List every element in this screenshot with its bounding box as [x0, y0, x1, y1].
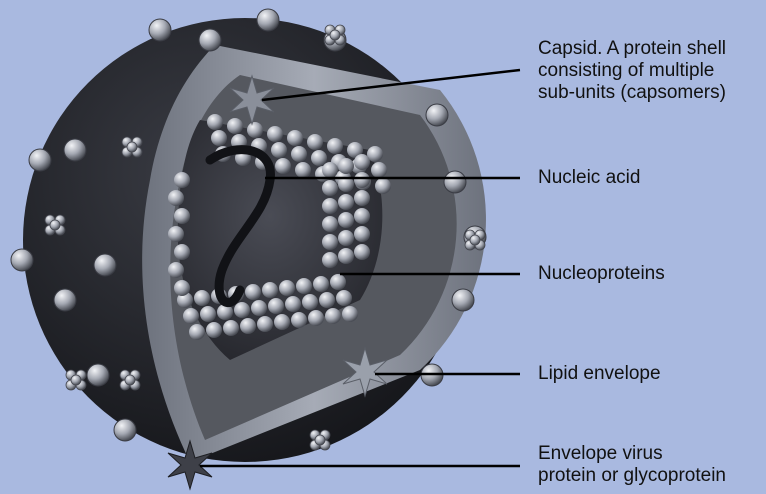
spike-knob	[64, 139, 86, 161]
capsomer-ball	[311, 150, 327, 166]
capsomer-ball	[240, 318, 256, 334]
spike-knob	[257, 9, 279, 31]
capsomer-ball	[375, 178, 391, 194]
label-nucleoproteins: Nucleoproteins	[538, 263, 665, 285]
capsomer-ball	[279, 280, 295, 296]
spike-knob	[29, 149, 51, 171]
capsomer-ball	[322, 234, 338, 250]
capsomer-ball	[354, 190, 370, 206]
capsomer-ball	[302, 294, 318, 310]
capsomer-ball	[327, 138, 343, 154]
capsomer-ball	[168, 262, 184, 278]
spike-knob	[54, 289, 76, 311]
spike-knob	[114, 419, 136, 441]
spike-cluster	[122, 137, 142, 157]
capsomer-ball	[354, 172, 370, 188]
spike-knob	[199, 29, 221, 51]
capsomer-ball	[307, 134, 323, 150]
capsomer-ball	[313, 276, 329, 292]
capsomer-ball	[174, 280, 190, 296]
capsomer-ball	[338, 158, 354, 174]
capsomer-ball	[322, 180, 338, 196]
label-lipid-envelope: Lipid envelope	[538, 363, 661, 385]
capsomer-ball	[308, 310, 324, 326]
capsomer-ball	[287, 130, 303, 146]
capsomer-ball	[262, 282, 278, 298]
capsomer-ball	[295, 162, 311, 178]
capsomer-ball	[245, 284, 261, 300]
spike-cluster-ball	[330, 30, 340, 40]
spike-knob	[452, 289, 474, 311]
capsomer-ball	[338, 248, 354, 264]
spike-cluster	[325, 25, 345, 45]
spike-cluster	[66, 370, 86, 390]
capsomer-ball	[189, 324, 205, 340]
capsomer-ball	[174, 172, 190, 188]
capsomer-ball	[330, 274, 346, 290]
spike-cluster	[465, 230, 485, 250]
label-capsid: Capsid. A protein shell consisting of mu…	[538, 38, 726, 104]
capsomer-ball	[194, 290, 210, 306]
capsomer-ball	[291, 312, 307, 328]
label-nucleic-acid: Nucleic acid	[538, 167, 640, 189]
capsomer-ball	[247, 122, 263, 138]
capsomer-ball	[207, 114, 223, 130]
capsomer-ball	[336, 290, 352, 306]
capsomer-ball	[354, 226, 370, 242]
spike-cluster-ball	[127, 142, 137, 152]
spike-knob	[149, 19, 171, 41]
capsomer-ball	[322, 198, 338, 214]
spike-cluster	[45, 215, 65, 235]
capsomer-ball	[275, 158, 291, 174]
capsomer-ball	[223, 320, 239, 336]
capsomer-ball	[322, 162, 338, 178]
capsomer-ball	[174, 208, 190, 224]
capsomer-ball	[322, 216, 338, 232]
capsomer-ball	[267, 126, 283, 142]
capsomer-ball	[168, 190, 184, 206]
capsomer-ball	[174, 244, 190, 260]
capsomer-ball	[200, 306, 216, 322]
capsomer-ball	[183, 308, 199, 324]
capsomer-ball	[338, 212, 354, 228]
spike-cluster-ball	[50, 220, 60, 230]
capsomer-ball	[371, 162, 387, 178]
capsomer-ball	[354, 154, 370, 170]
spike-cluster-ball	[125, 375, 135, 385]
capsomer-ball	[268, 298, 284, 314]
capsomer-ball	[274, 314, 290, 330]
capsomer-ball	[285, 296, 301, 312]
spike-cluster-ball	[71, 375, 81, 385]
spike-knob	[444, 171, 466, 193]
capsomer-ball	[338, 194, 354, 210]
capsomer-ball	[271, 142, 287, 158]
capsomer-ball	[338, 230, 354, 246]
spike-cluster	[310, 430, 330, 450]
capsomer-ball	[354, 244, 370, 260]
capsomer-ball	[251, 300, 267, 316]
capsomer-ball	[322, 252, 338, 268]
capsomer-ball	[206, 322, 222, 338]
capsomer-ball	[296, 278, 312, 294]
spike-knob	[87, 364, 109, 386]
label-envelope-protein: Envelope virus protein or glycoprotein	[538, 443, 726, 487]
capsomer-ball	[168, 226, 184, 242]
spike-cluster-ball	[315, 435, 325, 445]
spike-cluster	[120, 370, 140, 390]
capsomer-ball	[319, 292, 335, 308]
capsomer-ball	[211, 130, 227, 146]
spike-knob	[426, 104, 448, 126]
spike-knob	[11, 249, 33, 271]
capsomer-ball	[342, 306, 358, 322]
capsomer-ball	[291, 146, 307, 162]
capsomer-ball	[227, 118, 243, 134]
capsomer-ball	[257, 316, 273, 332]
spike-cluster-ball	[470, 235, 480, 245]
capsomer-ball	[354, 208, 370, 224]
capsomer-ball	[234, 302, 250, 318]
spike-knob	[94, 254, 116, 276]
capsomer-ball	[325, 308, 341, 324]
